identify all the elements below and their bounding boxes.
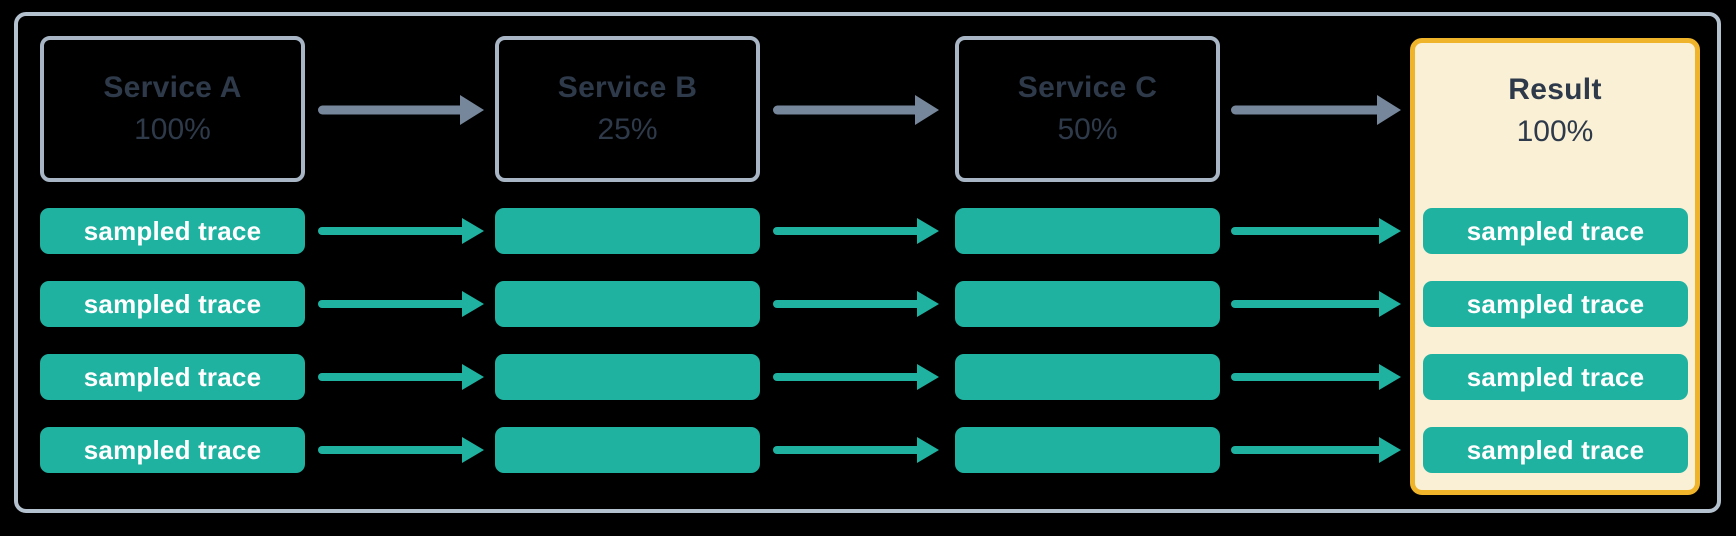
trace-arrow-icon — [318, 362, 484, 392]
arrow-shaft — [773, 373, 923, 381]
trace-bar: sampled trace — [40, 427, 305, 473]
service-b-name: Service B — [557, 71, 698, 104]
arrow-shaft — [773, 105, 921, 115]
arrow-head — [1379, 291, 1401, 317]
arrow-shaft — [1231, 300, 1385, 308]
trace-bar — [495, 354, 760, 400]
service-a-name: Service A — [103, 71, 242, 104]
result-rate: 100% — [1516, 115, 1594, 148]
arrow-head — [462, 437, 484, 463]
result-header: Result 100% — [1415, 43, 1695, 179]
service-b-box: Service B 25% — [495, 36, 760, 182]
service-c-rate: 50% — [1057, 113, 1118, 146]
trace-bar — [495, 208, 760, 254]
arrow-head — [462, 291, 484, 317]
arrow-head — [1379, 218, 1401, 244]
trace-bar — [955, 208, 1220, 254]
trace-bar-label: sampled trace — [83, 215, 262, 246]
trace-arrow-icon — [1231, 362, 1401, 392]
trace-bar — [955, 354, 1220, 400]
flow-arrow-icon — [1231, 93, 1401, 127]
arrow-shaft — [773, 300, 923, 308]
arrow-shaft — [1231, 105, 1383, 115]
trace-bar-label: sampled trace — [1466, 434, 1645, 465]
service-c-box: Service C 50% — [955, 36, 1220, 182]
arrow-shaft — [318, 446, 468, 454]
trace-bar: sampled trace — [1423, 281, 1688, 327]
trace-arrow-icon — [773, 435, 939, 465]
flow-arrow-icon — [318, 93, 484, 127]
result-panel: Result 100% — [1410, 38, 1700, 495]
trace-bar-label: sampled trace — [1466, 215, 1645, 246]
trace-bar — [495, 281, 760, 327]
trace-arrow-icon — [1231, 435, 1401, 465]
trace-bar — [955, 427, 1220, 473]
arrow-head — [460, 95, 484, 125]
trace-bar-label: sampled trace — [1466, 361, 1645, 392]
trace-bar: sampled trace — [40, 354, 305, 400]
trace-arrow-icon — [1231, 289, 1401, 319]
service-c-name: Service C — [1017, 71, 1158, 104]
trace-arrow-icon — [318, 289, 484, 319]
arrow-head — [462, 218, 484, 244]
arrow-shaft — [773, 227, 923, 235]
trace-bar: sampled trace — [1423, 208, 1688, 254]
trace-bar — [955, 281, 1220, 327]
arrow-head — [917, 364, 939, 390]
trace-arrow-icon — [773, 216, 939, 246]
trace-bar-label: sampled trace — [83, 288, 262, 319]
trace-bar-label: sampled trace — [83, 361, 262, 392]
trace-bar: sampled trace — [1423, 427, 1688, 473]
arrow-head — [462, 364, 484, 390]
trace-arrow-icon — [318, 435, 484, 465]
arrow-head — [915, 95, 939, 125]
arrow-shaft — [1231, 446, 1385, 454]
trace-bar — [495, 427, 760, 473]
arrow-head — [1379, 437, 1401, 463]
service-a-box: Service A 100% — [40, 36, 305, 182]
arrow-head — [917, 437, 939, 463]
trace-arrow-icon — [773, 289, 939, 319]
arrow-head — [917, 218, 939, 244]
trace-arrow-icon — [773, 362, 939, 392]
arrow-head — [1379, 364, 1401, 390]
trace-arrow-icon — [1231, 216, 1401, 246]
service-a-rate: 100% — [134, 113, 211, 146]
arrow-shaft — [318, 373, 468, 381]
result-name: Result — [1508, 73, 1602, 106]
service-b-rate: 25% — [597, 113, 658, 146]
arrow-shaft — [318, 105, 466, 115]
arrow-shaft — [1231, 373, 1385, 381]
trace-bar: sampled trace — [40, 208, 305, 254]
arrow-shaft — [773, 446, 923, 454]
diagram-frame — [14, 12, 1721, 513]
arrow-head — [917, 291, 939, 317]
arrow-shaft — [318, 227, 468, 235]
trace-arrow-icon — [318, 216, 484, 246]
trace-bar-label: sampled trace — [1466, 288, 1645, 319]
trace-bar: sampled trace — [40, 281, 305, 327]
flow-arrow-icon — [773, 93, 939, 127]
arrow-shaft — [318, 300, 468, 308]
arrow-head — [1377, 95, 1401, 125]
trace-bar-label: sampled trace — [83, 434, 262, 465]
trace-bar: sampled trace — [1423, 354, 1688, 400]
arrow-shaft — [1231, 227, 1385, 235]
